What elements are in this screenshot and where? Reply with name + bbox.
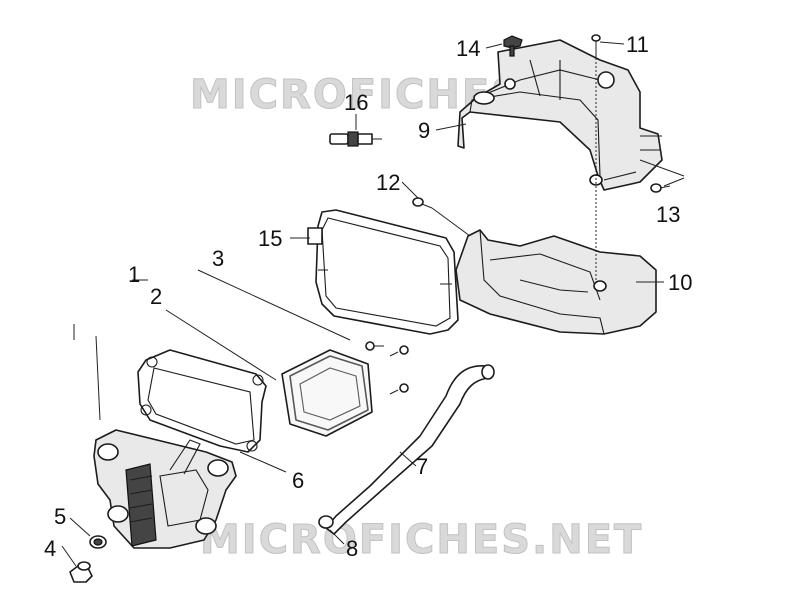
callout-13: 13: [656, 202, 680, 227]
hose-clamp-part: [318, 515, 334, 529]
callout-8: 8: [346, 536, 358, 561]
callout-15: 15: [258, 226, 282, 251]
callout-11: 11: [626, 32, 649, 57]
watermark-bottom: MICROFICHES.NET: [200, 517, 643, 563]
callout-12: 12: [376, 170, 400, 195]
upper-cover-part: [457, 39, 663, 191]
callout-14: 14: [456, 36, 480, 61]
long-screw-part: [591, 34, 601, 58]
callout-labels: 1 2 3 4 5 6 7 8 9 10 11 12 13 14 15 16: [44, 32, 692, 561]
cover-screw-part: [412, 197, 433, 209]
callout-2: 2: [150, 284, 162, 309]
leader-lines: [61, 41, 685, 567]
callout-10: 10: [668, 270, 692, 295]
reed-plate-part: [289, 341, 409, 431]
callout-5: 5: [54, 504, 66, 529]
callout-1: 1: [128, 262, 140, 287]
head-gasket-part: [137, 349, 267, 453]
callout-3: 3: [212, 246, 224, 271]
callout-7: 7: [416, 454, 428, 479]
washer-part: [89, 535, 107, 549]
callout-9: 9: [418, 118, 430, 143]
callout-16: 16: [344, 90, 368, 115]
cover-gasket-part: [307, 209, 459, 335]
lower-cover-tray-part: [455, 229, 657, 335]
callout-6: 6: [292, 468, 304, 493]
cylinder-head-part: [93, 429, 237, 549]
nut-part: [69, 561, 93, 583]
callout-4: 4: [44, 536, 56, 561]
small-screw-part: [650, 183, 671, 193]
reed-valve-part: [281, 349, 373, 437]
spark-plug-part: [329, 131, 382, 147]
knob-bolt-part: [503, 35, 523, 57]
